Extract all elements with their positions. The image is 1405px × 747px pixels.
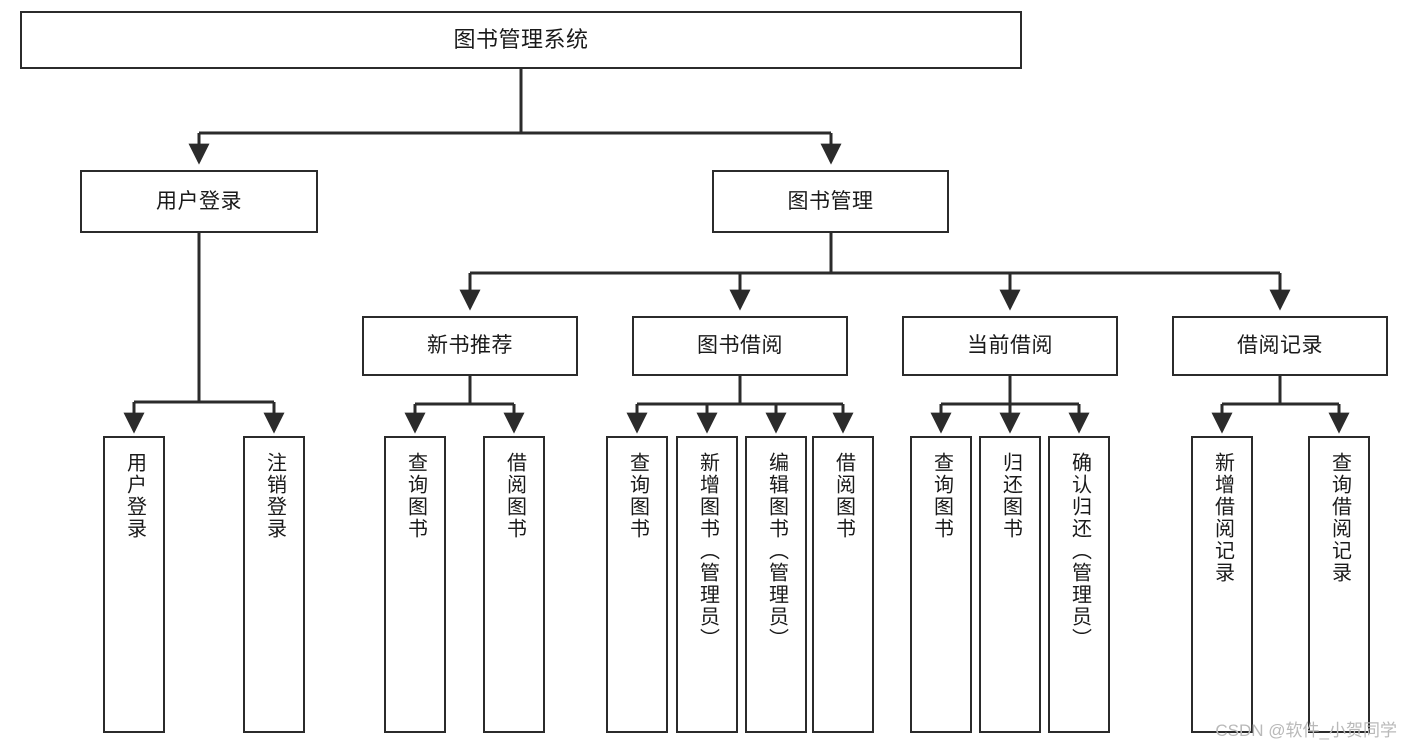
node-label: 新增借阅记录 bbox=[1211, 452, 1234, 584]
node-new-book-recommend[interactable]: 新书推荐 bbox=[362, 316, 578, 376]
node-label: 图书管理系统 bbox=[453, 26, 589, 52]
node-label: 确认归还（管理员） bbox=[1068, 452, 1091, 650]
node-label: 当前借阅 bbox=[967, 334, 1053, 358]
node-label: 编辑图书（管理员） bbox=[765, 452, 788, 650]
node-label: 借阅记录 bbox=[1237, 334, 1323, 358]
node-label: 用户登录 bbox=[123, 452, 146, 540]
leaf-edit-book-admin[interactable]: 编辑图书（管理员） bbox=[745, 436, 807, 733]
leaf-query-book-3[interactable]: 查询图书 bbox=[910, 436, 972, 733]
node-root-system[interactable]: 图书管理系统 bbox=[20, 11, 1022, 69]
leaf-borrow-book-2[interactable]: 借阅图书 bbox=[812, 436, 874, 733]
node-label: 注销登录 bbox=[263, 452, 286, 540]
node-label: 查询图书 bbox=[626, 452, 649, 540]
node-user-login[interactable]: 用户登录 bbox=[80, 170, 318, 233]
leaf-confirm-return-admin[interactable]: 确认归还（管理员） bbox=[1048, 436, 1110, 733]
node-label: 查询图书 bbox=[930, 452, 953, 540]
leaf-add-book-admin[interactable]: 新增图书（管理员） bbox=[676, 436, 738, 733]
node-label: 用户登录 bbox=[156, 189, 242, 213]
node-label: 新增图书（管理员） bbox=[696, 452, 719, 650]
node-current-borrow[interactable]: 当前借阅 bbox=[902, 316, 1118, 376]
leaf-query-book-1[interactable]: 查询图书 bbox=[384, 436, 446, 733]
node-label: 查询图书 bbox=[404, 452, 427, 540]
node-label: 新书推荐 bbox=[427, 334, 513, 358]
node-label: 查询借阅记录 bbox=[1328, 452, 1351, 584]
leaf-query-borrow-record[interactable]: 查询借阅记录 bbox=[1308, 436, 1370, 733]
node-label: 归还图书 bbox=[999, 452, 1022, 540]
node-label: 借阅图书 bbox=[503, 452, 526, 540]
node-label: 图书管理 bbox=[787, 189, 874, 213]
csdn-watermark: CSDN @软件_小贺同学 bbox=[1215, 721, 1397, 740]
node-book-borrow[interactable]: 图书借阅 bbox=[632, 316, 848, 376]
leaf-user-login[interactable]: 用户登录 bbox=[103, 436, 165, 733]
leaf-borrow-book-1[interactable]: 借阅图书 bbox=[483, 436, 545, 733]
leaf-logout-login[interactable]: 注销登录 bbox=[243, 436, 305, 733]
node-book-management[interactable]: 图书管理 bbox=[712, 170, 949, 233]
leaf-return-book[interactable]: 归还图书 bbox=[979, 436, 1041, 733]
leaf-query-book-2[interactable]: 查询图书 bbox=[606, 436, 668, 733]
node-label: 借阅图书 bbox=[832, 452, 855, 540]
node-label: 图书借阅 bbox=[697, 334, 783, 358]
node-borrow-record[interactable]: 借阅记录 bbox=[1172, 316, 1388, 376]
leaf-add-borrow-record[interactable]: 新增借阅记录 bbox=[1191, 436, 1253, 733]
